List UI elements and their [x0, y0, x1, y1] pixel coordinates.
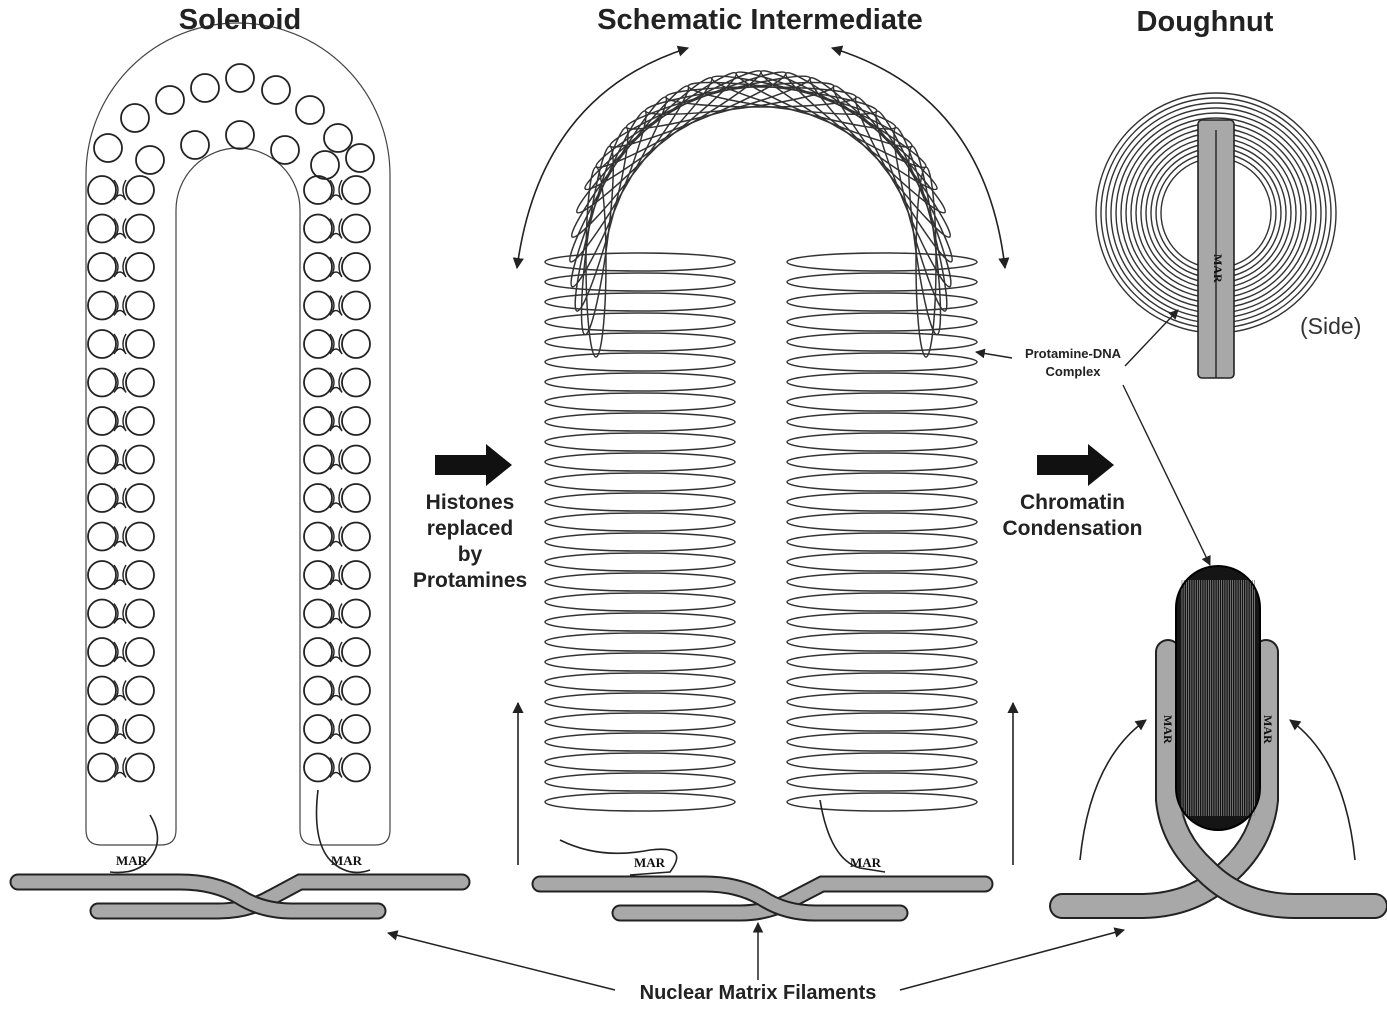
step-label-line: Histones [400, 490, 540, 516]
condensation-left-arrow [1080, 720, 1146, 860]
step-label-line: by [400, 542, 540, 568]
nuclear-matrix-pointer-left [388, 933, 615, 990]
solenoid-nucleosome-coils [88, 64, 374, 782]
mar-label-intermediate-left: MAR [634, 855, 665, 871]
protamine-pointer-intermediate [976, 352, 1012, 358]
step-label-line: Protamines [400, 568, 540, 594]
protamine-label-line: Protamine-DNA [1008, 345, 1138, 363]
title-intermediate: Schematic Intermediate [560, 4, 960, 37]
step-label-line: Condensation [985, 516, 1160, 542]
step-label-line: replaced [400, 516, 540, 542]
mar-label-solenoid-right: MAR [331, 853, 362, 869]
intermediate-panel [517, 48, 1013, 913]
step-arrow-2 [1037, 444, 1114, 486]
protamine-label-line: Complex [1008, 363, 1138, 381]
step-label-condensation: Chromatin Condensation [985, 490, 1160, 542]
intermediate-coil-loops [545, 63, 977, 811]
title-doughnut: Doughnut [1110, 6, 1300, 39]
protamine-dna-complex-label: Protamine-DNA Complex [1008, 345, 1138, 381]
step-label-line: Chromatin [985, 490, 1160, 516]
nuclear-matrix-pointer-right [900, 930, 1124, 990]
mar-label-solenoid-left: MAR [116, 853, 147, 869]
title-solenoid: Solenoid [140, 4, 340, 37]
mar-label-doughnut-face: MAR [1210, 254, 1225, 283]
mar-label-condensed-right: MAR [1260, 715, 1275, 744]
mar-label-condensed-left: MAR [1160, 715, 1175, 744]
solenoid-panel [18, 23, 462, 911]
doughnut-condensed-view [1062, 566, 1375, 906]
step-label-histones: Histones replaced by Protamines [400, 490, 540, 594]
step-arrow-1 [435, 444, 512, 486]
side-view-label: (Side) [1300, 313, 1361, 340]
nuclear-matrix-filaments-label: Nuclear Matrix Filaments [600, 982, 916, 1004]
condensation-right-arrow [1290, 720, 1355, 860]
mar-label-intermediate-right: MAR [850, 855, 881, 871]
